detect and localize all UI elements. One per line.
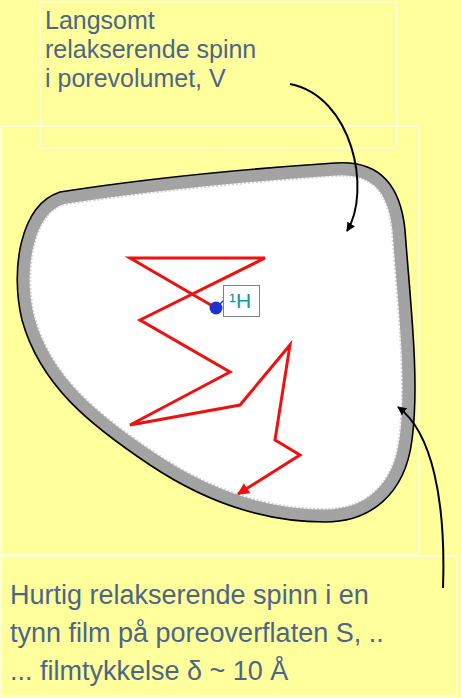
- panel-outline: [1, 126, 419, 554]
- diffusion-path: [130, 258, 300, 494]
- nucleus-box: ¹H: [223, 285, 260, 317]
- annotation-text: Langsomt relakserende spinn i porevolume…: [45, 6, 263, 93]
- pore-volume: [17, 163, 415, 522]
- panel-outline: [1, 556, 456, 696]
- annotation-text: Hurtig relakserende spinn i en tynn film…: [10, 576, 405, 690]
- nucleus-label: ¹H: [229, 287, 254, 315]
- leader-arrow: [290, 84, 357, 231]
- leader-arrow: [398, 407, 443, 588]
- pore-wall: [17, 163, 415, 522]
- film-edge: [17, 163, 415, 522]
- surface-film: [17, 163, 415, 522]
